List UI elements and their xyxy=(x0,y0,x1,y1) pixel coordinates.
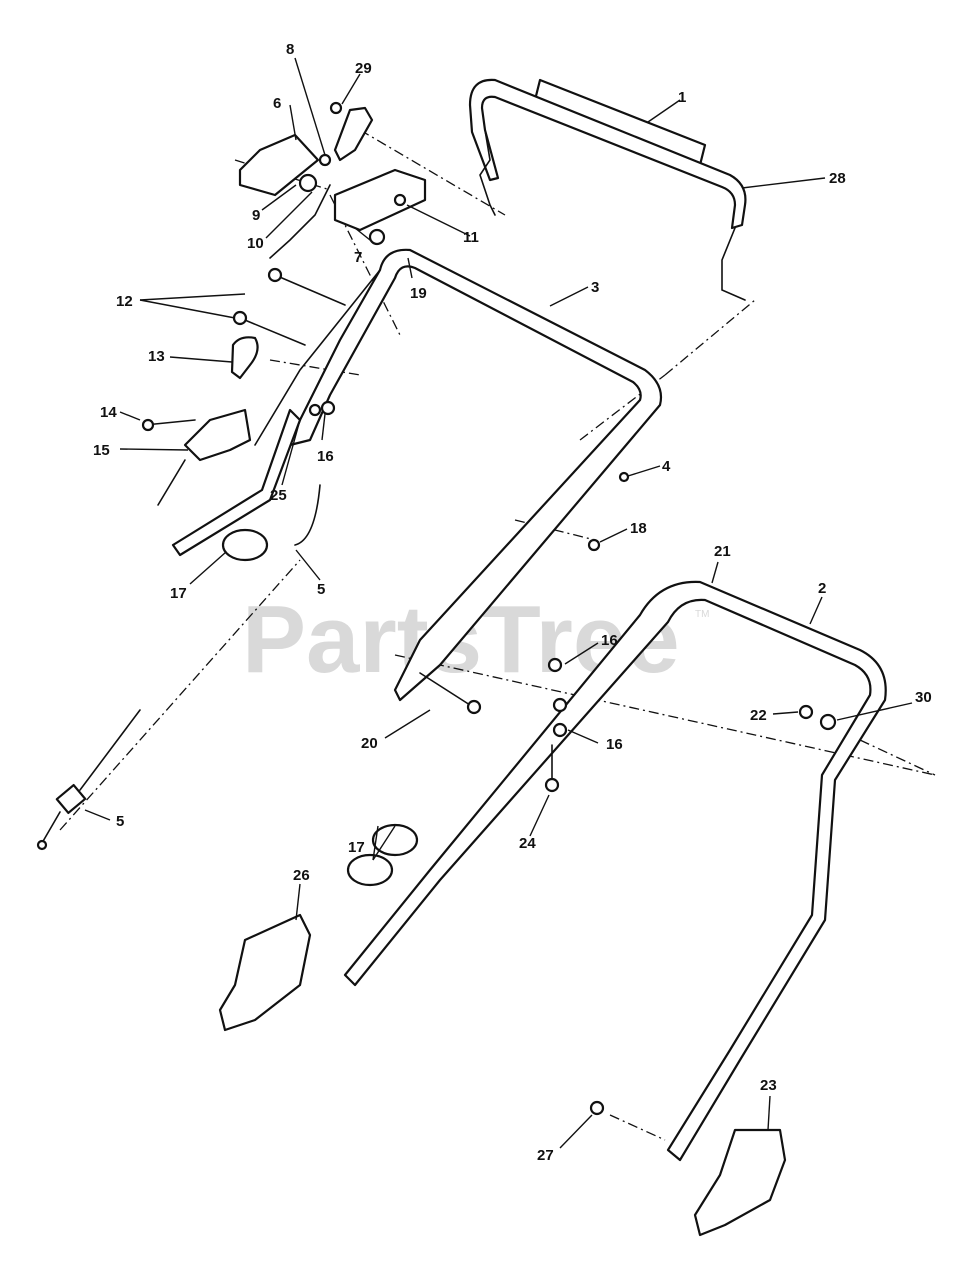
callout-11: 11 xyxy=(463,229,479,246)
callout-17-upper: 17 xyxy=(170,585,187,602)
callout-17-lower: 17 xyxy=(348,839,365,856)
callout-24: 24 xyxy=(519,835,536,852)
callout-29: 29 xyxy=(355,60,372,77)
callout-21: 21 xyxy=(714,543,731,560)
callout-13: 13 xyxy=(148,348,165,365)
nut-16-mid xyxy=(547,657,563,673)
callout-16-mid: 16 xyxy=(601,632,618,649)
control-housing xyxy=(333,168,427,232)
callout-labels: 1 28 3 4 18 8 29 6 9 10 7 11 19 12 13 14… xyxy=(93,41,932,1164)
middle-handle-left-arm xyxy=(171,408,302,557)
callout-3: 3 xyxy=(591,279,599,296)
callout-8: 8 xyxy=(286,41,294,58)
nut-11 xyxy=(393,193,407,207)
washer-16 xyxy=(552,697,568,713)
knob xyxy=(230,336,259,380)
cable-clip-upper xyxy=(221,528,269,562)
nut-22 xyxy=(798,704,814,720)
leader-lines xyxy=(84,57,913,1149)
clip-27 xyxy=(589,1100,605,1116)
callout-14: 14 xyxy=(100,404,117,421)
callout-15: 15 xyxy=(93,442,110,459)
callout-18: 18 xyxy=(630,520,647,537)
handle-bracket-right xyxy=(693,1128,787,1237)
callout-16-upper: 16 xyxy=(317,448,334,465)
callout-28: 28 xyxy=(829,170,846,187)
callout-19: 19 xyxy=(410,285,427,302)
nut-16-lower xyxy=(552,722,568,738)
lower-handle xyxy=(343,580,887,1162)
handle-bracket-left xyxy=(218,913,312,1032)
callout-9: 9 xyxy=(252,207,260,224)
callout-2: 2 xyxy=(818,580,826,597)
washer-30 xyxy=(819,713,837,731)
bail-wire-end xyxy=(721,227,746,301)
callout-12: 12 xyxy=(116,293,133,310)
cable-adjuster xyxy=(55,783,87,815)
cable-bracket xyxy=(183,408,252,462)
callout-30: 30 xyxy=(915,689,932,706)
callout-22: 22 xyxy=(750,707,767,724)
screw-18 xyxy=(587,538,601,552)
nut-29 xyxy=(329,101,343,115)
cable-end xyxy=(41,811,61,844)
callout-7: 7 xyxy=(354,249,362,266)
spacer-8 xyxy=(318,153,332,167)
middle-handle xyxy=(288,248,663,702)
cable-clip-a xyxy=(371,823,419,857)
control-cable-link xyxy=(269,184,331,259)
callout-1: 1 xyxy=(678,89,686,106)
screw-14-head xyxy=(141,418,155,432)
washer-25 xyxy=(308,403,322,417)
callout-10: 10 xyxy=(247,235,264,252)
callout-23: 23 xyxy=(760,1077,777,1094)
callout-5-lower: 5 xyxy=(116,813,124,830)
pivot-bushing xyxy=(298,173,318,193)
bail-wire-start xyxy=(479,129,496,216)
carriage-bolts xyxy=(232,267,346,346)
bolt-20 xyxy=(419,672,471,706)
callout-20: 20 xyxy=(361,735,378,752)
handle-edge xyxy=(254,269,381,446)
callout-26: 26 xyxy=(293,867,310,884)
callout-16-lower: 16 xyxy=(606,736,623,753)
screw-4 xyxy=(618,471,630,483)
callout-4: 4 xyxy=(662,458,671,475)
callout-5-upper: 5 xyxy=(317,581,325,598)
trademark-mark: TM xyxy=(695,609,709,620)
nut-19 xyxy=(368,228,386,246)
eyebolt-24-eye xyxy=(544,777,560,793)
spring xyxy=(157,459,186,506)
control-lever-bracket xyxy=(333,106,374,162)
cable-ball-end xyxy=(36,839,48,851)
callout-27: 27 xyxy=(537,1147,554,1164)
upper-handle-bail xyxy=(468,78,747,230)
nut-16-upper xyxy=(320,400,336,416)
control-cable xyxy=(79,484,321,791)
bolt-20-head xyxy=(466,699,482,715)
callout-6: 6 xyxy=(273,95,281,112)
callout-25: 25 xyxy=(270,487,287,504)
cable-clip-b xyxy=(346,853,394,887)
